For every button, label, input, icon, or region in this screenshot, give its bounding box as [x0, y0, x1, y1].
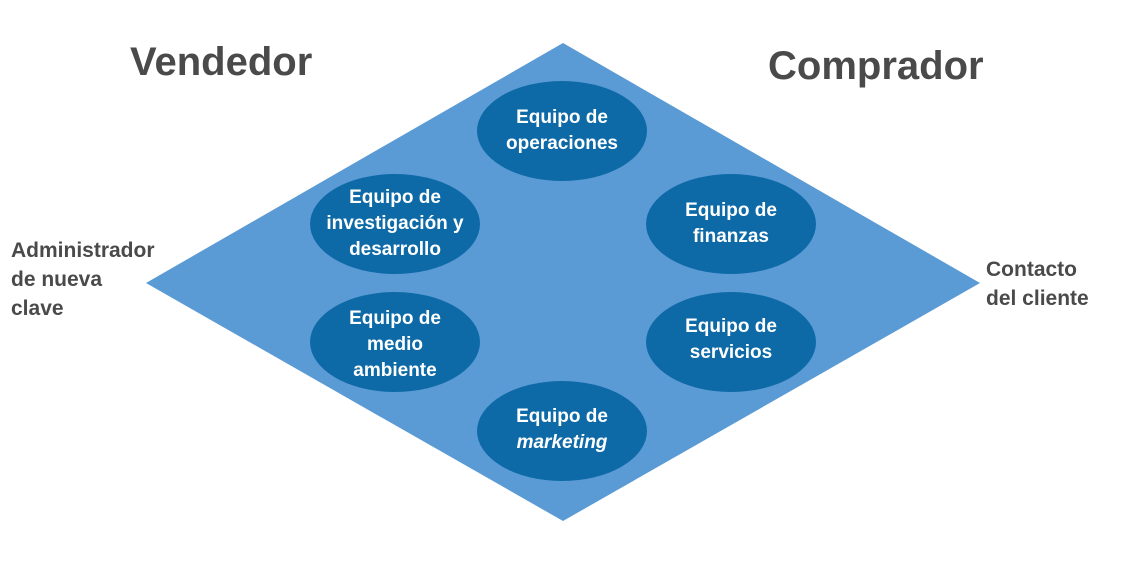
- seller-heading: Vendedor: [130, 40, 313, 84]
- team-ellipse-marketing: [477, 381, 647, 481]
- customer-contact-label: Contacto del cliente: [986, 255, 1089, 313]
- team-line: Equipo de: [516, 406, 608, 427]
- team-line: marketing: [516, 432, 608, 453]
- team-line: operaciones: [506, 133, 618, 154]
- label-line: Administrador: [11, 239, 155, 262]
- team-line: Equipo de: [685, 316, 777, 337]
- label-line: de nueva: [11, 268, 103, 291]
- team-operations-text: Equipo de operaciones: [477, 105, 647, 157]
- team-line: investigación y: [326, 213, 464, 234]
- team-ellipse-rnd: [310, 174, 480, 274]
- key-account-manager-label: Administrador de nueva clave: [11, 236, 155, 323]
- diamond-shape: [146, 43, 980, 521]
- team-line: desarrollo: [349, 239, 441, 260]
- team-ellipse-environment: [310, 292, 480, 392]
- team-line: servicios: [689, 342, 773, 363]
- team-line: Equipo de: [516, 107, 608, 128]
- team-ellipse-finance: [646, 174, 816, 274]
- team-line: medio: [367, 334, 423, 355]
- team-line: Equipo de: [685, 200, 777, 221]
- team-ellipse-operations: [477, 81, 647, 181]
- buyer-heading: Comprador: [768, 44, 984, 88]
- team-line: Equipo de: [349, 187, 441, 208]
- team-rnd-text: Equipo de investigación y desarrollo: [310, 185, 480, 263]
- team-line: Equipo de: [349, 308, 441, 329]
- team-marketing-text: Equipo de marketing: [477, 404, 647, 456]
- team-environment-text: Equipo de medio ambiente: [310, 306, 480, 384]
- team-services-text: Equipo de servicios: [646, 314, 816, 366]
- label-line: del cliente: [986, 287, 1089, 310]
- team-line: ambiente: [353, 360, 437, 381]
- label-line: Contacto: [986, 258, 1077, 281]
- team-finance-text: Equipo de finanzas: [646, 198, 816, 250]
- label-line: clave: [11, 297, 64, 320]
- team-ellipse-services: [646, 292, 816, 392]
- team-line: finanzas: [692, 226, 770, 247]
